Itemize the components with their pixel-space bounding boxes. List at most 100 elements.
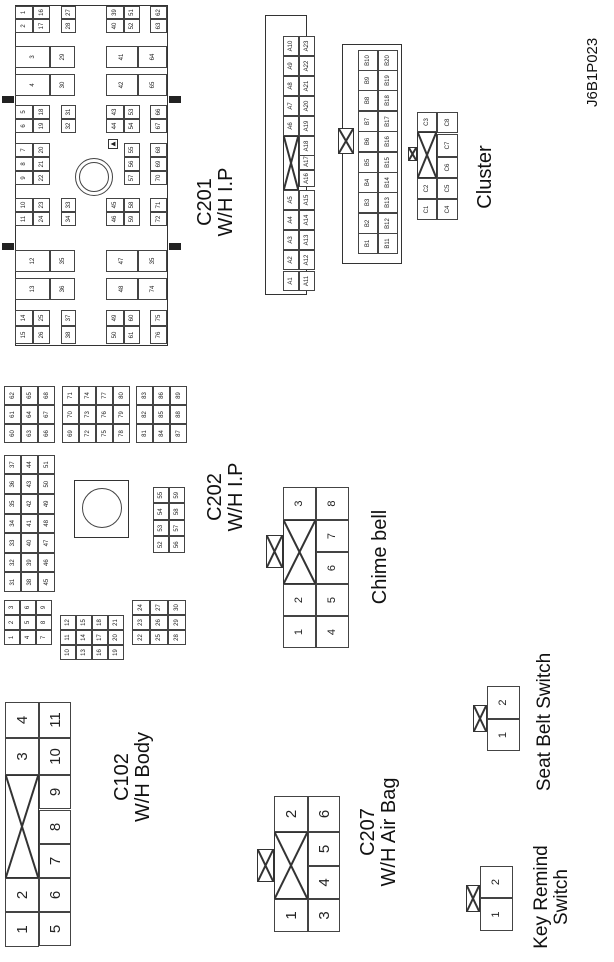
- c202-pin: 52: [153, 536, 169, 553]
- c202-pin: 32: [4, 552, 21, 573]
- connector-latch-icon: [338, 128, 354, 154]
- c202-pin: 81: [136, 424, 153, 443]
- c201-pin: 31: [61, 105, 76, 119]
- c207-harness: W/H Air Bag: [378, 777, 400, 887]
- c202-pin: 88: [170, 405, 187, 424]
- c202-pin: 70: [62, 405, 79, 424]
- seat-belt-pin: 1: [487, 719, 520, 751]
- cluster-name: Cluster: [474, 145, 496, 209]
- c202-pin: 46: [38, 552, 55, 573]
- c202-pin: 37: [4, 454, 21, 475]
- cluster-pin-a: A5: [283, 190, 299, 210]
- cluster-pin-a: A4: [283, 210, 299, 230]
- c202-pin: 74: [79, 386, 96, 405]
- cluster-pin-b: B12: [378, 213, 398, 234]
- c202-pin: 29: [168, 615, 186, 630]
- cluster-pin-b: B7: [358, 111, 378, 132]
- cluster-pin-c: C6: [437, 157, 458, 178]
- connector-latch-icon: [473, 705, 487, 732]
- c202-pin: 76: [96, 405, 113, 424]
- c202-pin: 26: [150, 615, 168, 630]
- cluster-pin-b: B13: [378, 192, 398, 213]
- c201-pin: 58: [124, 198, 140, 212]
- cluster-pin-a: A12: [299, 250, 315, 270]
- c102-pin: 2: [5, 878, 39, 912]
- cluster-pin-a: A2: [283, 250, 299, 270]
- c201-pin: 33: [61, 198, 76, 212]
- c201-pin: 75: [150, 310, 167, 326]
- c201-pin: 25: [33, 310, 50, 326]
- c202-pin: 19: [108, 645, 124, 660]
- c202-pin: 24: [132, 600, 150, 615]
- c202-pin: 68: [38, 386, 55, 405]
- cluster-pin-c: C1: [417, 199, 437, 220]
- c201-pin: 3: [15, 46, 50, 68]
- cluster-pin-c: C3: [417, 112, 437, 132]
- c201-pin: 1: [15, 6, 33, 19]
- c201-pin: 44: [106, 119, 124, 133]
- c202-pin: 35: [4, 494, 21, 514]
- c202-pin: 39: [21, 552, 38, 573]
- connector-latch-icon: [466, 885, 480, 912]
- c202-pin: 78: [113, 424, 130, 443]
- c201-pin: 29: [50, 46, 75, 68]
- seat-belt-name: Seat Belt Switch: [534, 652, 555, 792]
- c202-pin: 11: [60, 630, 76, 645]
- c201-pin: 68: [150, 143, 167, 157]
- c202-pin: 53: [153, 520, 169, 537]
- c202-pin: 67: [38, 405, 55, 424]
- c201-pin: 71: [150, 198, 167, 212]
- seat-belt-label: Seat Belt Switch: [534, 632, 555, 812]
- cluster-pin-b: B19: [378, 70, 398, 91]
- c102-blank-x: [5, 775, 39, 878]
- c202-pin: 21: [108, 615, 124, 630]
- c102-pin: 6: [39, 878, 71, 912]
- c202-pin: 22: [132, 630, 150, 645]
- chime-pin: 7: [316, 520, 349, 552]
- seat-belt-pin: 2: [487, 686, 520, 719]
- c202-pin: 66: [38, 424, 55, 443]
- c201-lock-tab: [169, 96, 181, 103]
- c202-pin: 38: [21, 572, 38, 592]
- c202-pin: 56: [169, 536, 185, 553]
- chime-label: Chime bell: [369, 492, 391, 622]
- c207-pin: 2: [274, 796, 308, 832]
- c202-pin: 8: [36, 615, 52, 630]
- c202-pin: 89: [170, 386, 187, 405]
- c201-pin: 10: [15, 198, 33, 212]
- c201-pin: 21: [33, 157, 50, 171]
- cluster-pin-a: A18: [299, 136, 315, 156]
- c202-pin: 72: [79, 424, 96, 443]
- c201-guide-circle-inner: [79, 162, 109, 192]
- c201-pin: 2: [15, 19, 33, 33]
- c201-pin: 62: [150, 6, 167, 19]
- c201-lock-tab: [169, 243, 181, 250]
- cluster-pin-b: B8: [358, 90, 378, 111]
- cluster-pin-a: A9: [283, 56, 299, 76]
- c201-pin: 67: [150, 119, 167, 133]
- c202-pin: 23: [132, 615, 150, 630]
- c202-label: C202 W/H I.P: [204, 442, 247, 552]
- cluster-pin-b: B5: [358, 152, 378, 173]
- c202-pin: 10: [60, 645, 76, 660]
- c202-pin: 31: [4, 572, 21, 592]
- c202-pin: 73: [79, 405, 96, 424]
- c202-pin: 7: [36, 630, 52, 645]
- c201-pin: 54: [124, 119, 140, 133]
- c201-pin: 36: [50, 278, 75, 300]
- c201-pin: 16: [33, 6, 50, 19]
- cluster-pin-b: B14: [378, 172, 398, 193]
- c201-pin: 5: [15, 105, 33, 119]
- c201-pin: 14: [15, 310, 33, 326]
- c202-pin: 4: [20, 630, 36, 645]
- c202-pin: 5: [20, 615, 36, 630]
- c207-name: C207: [357, 808, 379, 856]
- c202-pin: 15: [76, 615, 92, 630]
- c202-pin: 12: [60, 615, 76, 630]
- c202-pin: 43: [21, 474, 38, 494]
- c202-pin: 87: [170, 424, 187, 443]
- c201-pin: 37: [61, 310, 76, 326]
- c201-pin: 9: [15, 171, 33, 185]
- cluster-a-blank-x: [283, 136, 299, 190]
